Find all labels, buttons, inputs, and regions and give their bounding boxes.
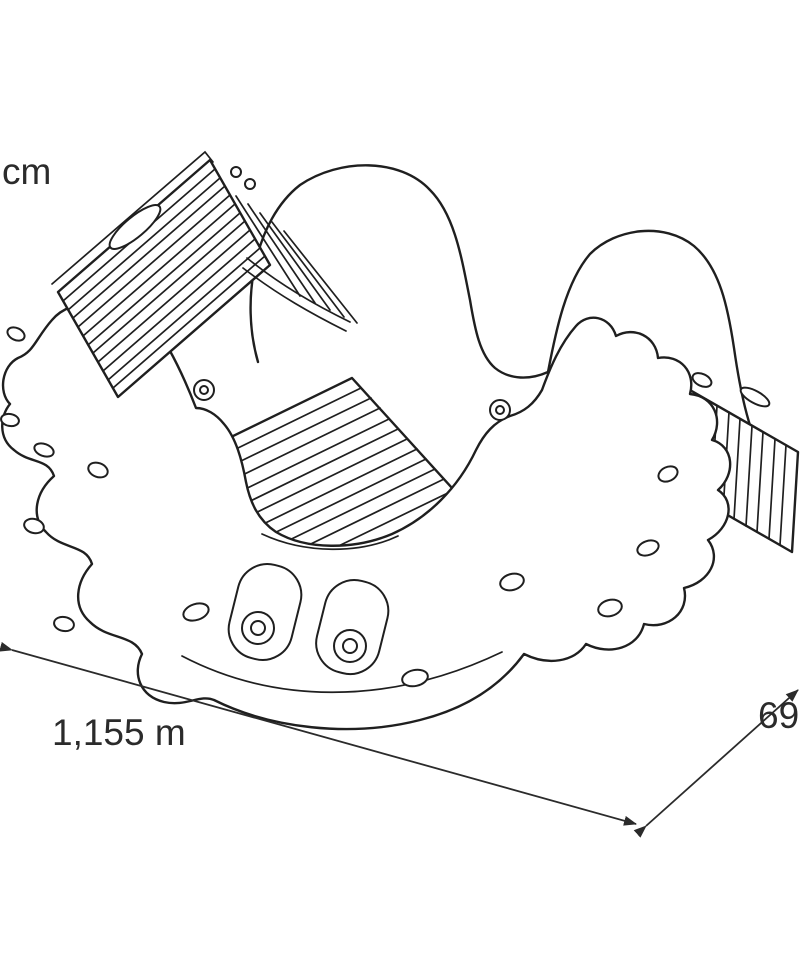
right-handle-slot bbox=[739, 386, 771, 408]
front-side-panel bbox=[1, 301, 732, 731]
length-dimension-label: 1,155 m bbox=[52, 712, 186, 753]
support-rods bbox=[235, 195, 358, 332]
left-knob-center-icon bbox=[199, 385, 209, 395]
peg-icon bbox=[230, 166, 242, 178]
left-backrest-slats bbox=[62, 168, 266, 389]
length-dimension-line bbox=[0, 641, 637, 826]
peg-icon bbox=[244, 178, 256, 190]
rear-side-panel bbox=[249, 164, 796, 492]
left-backrest bbox=[51, 150, 272, 399]
height-dimension-label: cm bbox=[2, 151, 51, 192]
left-handle-slot bbox=[108, 204, 162, 250]
right-knob-center-icon bbox=[495, 405, 505, 415]
depth-dimension-label: 69 bbox=[758, 695, 799, 736]
depth-dimension-line bbox=[633, 689, 799, 838]
handle-knobs bbox=[193, 379, 511, 421]
